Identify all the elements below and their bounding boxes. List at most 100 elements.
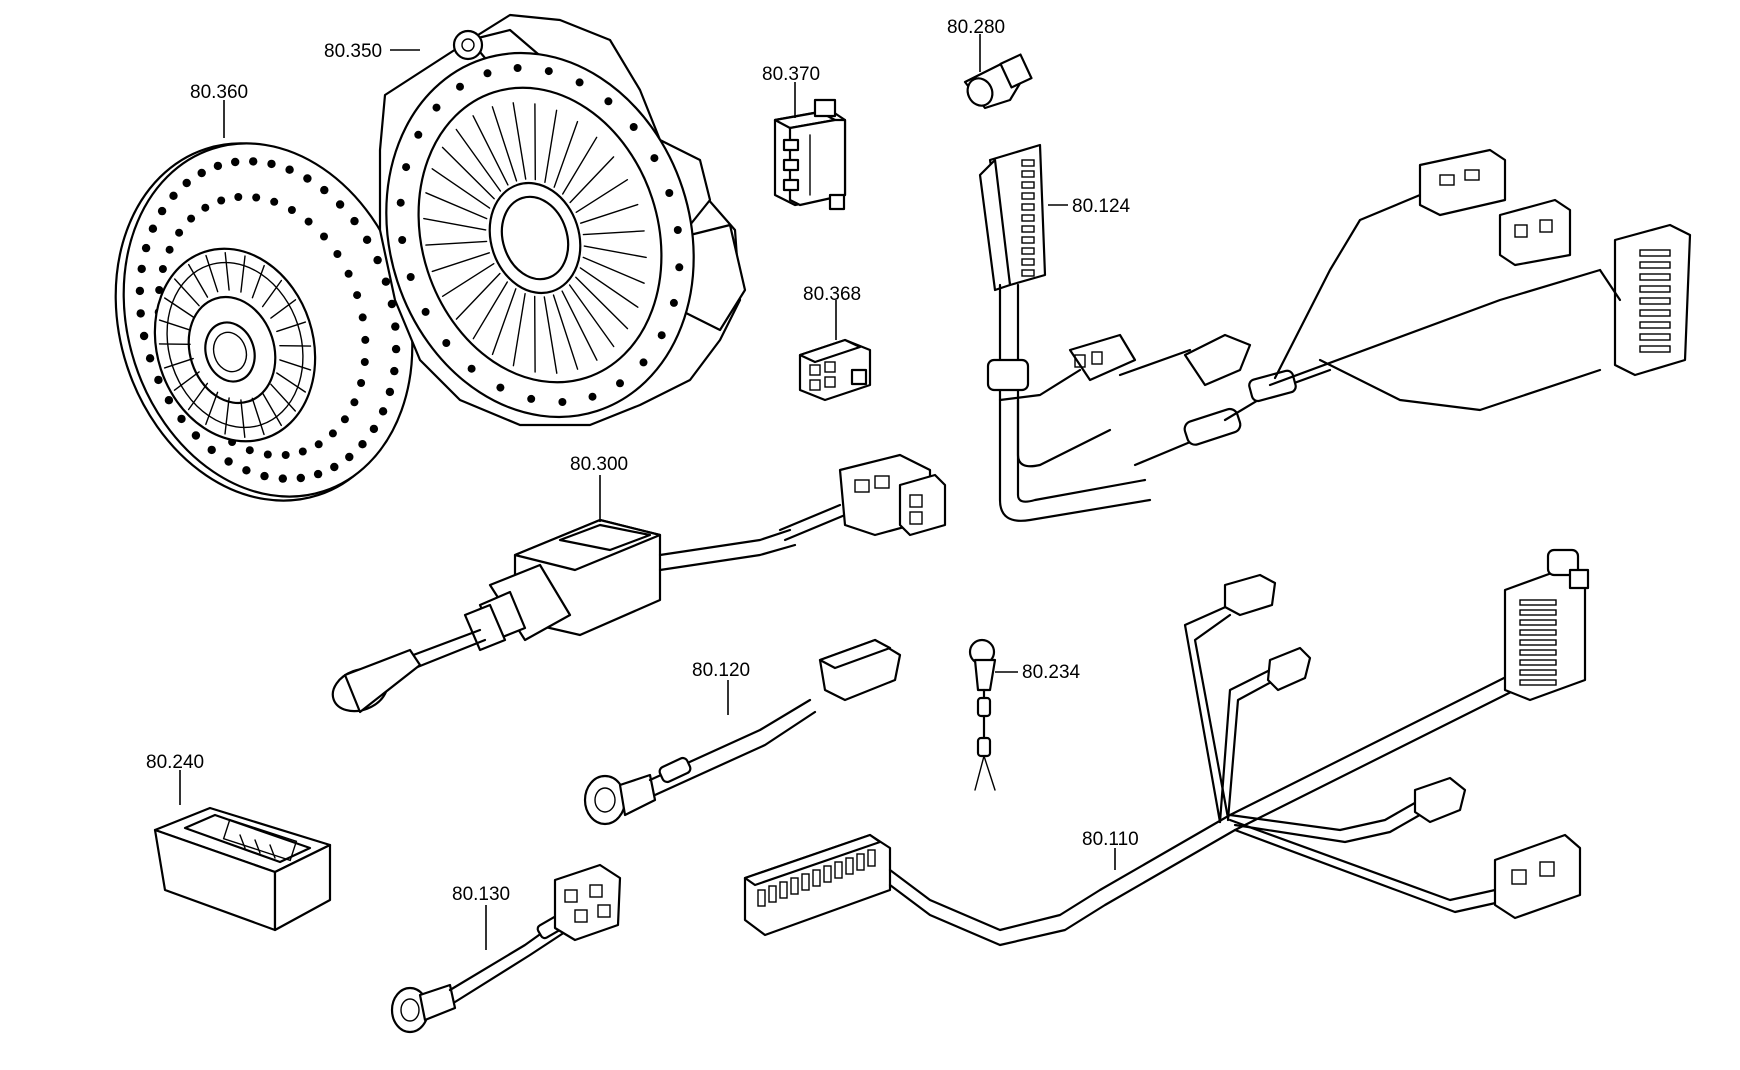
- hole-mark: [402, 163, 411, 172]
- hole-mark: [398, 236, 407, 244]
- hole-mark: [421, 307, 430, 316]
- hole-mark: [373, 255, 382, 265]
- hole-mark: [224, 457, 233, 466]
- hole-mark: [378, 407, 388, 416]
- lever-switch-80-300[interactable]: [327, 453, 947, 718]
- radial-mark: [276, 321, 307, 333]
- hole-mark: [390, 366, 399, 376]
- hole-mark: [252, 193, 261, 202]
- sensor-80-234[interactable]: [968, 638, 997, 791]
- hole-mark: [136, 309, 145, 318]
- pin-mark: [1639, 321, 1671, 329]
- hole-mark: [304, 217, 313, 226]
- radial-mark: [276, 372, 306, 393]
- pin-mark: [1639, 273, 1671, 281]
- radial-mark: [423, 217, 487, 231]
- hole-mark: [263, 450, 272, 459]
- plug-80-280[interactable]: [963, 53, 1033, 110]
- pin-mark: [1519, 649, 1557, 656]
- radial-mark: [251, 397, 265, 436]
- hole-mark: [442, 339, 451, 347]
- hole-mark: [175, 228, 184, 237]
- hole-mark: [281, 451, 290, 459]
- hole-mark: [164, 396, 174, 405]
- hole-mark: [544, 67, 553, 76]
- hole-mark: [604, 97, 613, 106]
- radial-mark: [579, 267, 639, 308]
- hole-mark: [362, 235, 372, 244]
- radial-mark: [575, 276, 629, 330]
- hole-mark: [350, 216, 359, 226]
- relay-80-370[interactable]: [773, 98, 847, 211]
- pin-mark: [1639, 333, 1671, 341]
- radial-mark: [431, 168, 491, 209]
- pin-mark: [1639, 285, 1671, 293]
- hole-mark: [245, 446, 254, 455]
- radial-mark: [270, 383, 296, 412]
- cable-80-120[interactable]: [583, 638, 902, 826]
- label-80-110: 80.110: [1082, 829, 1139, 850]
- pin-mark: [823, 865, 832, 883]
- label-80-120: 80.120: [692, 660, 750, 681]
- connector-80-368[interactable]: [798, 338, 872, 402]
- pin-mark: [1519, 659, 1557, 666]
- hole-mark: [558, 398, 567, 406]
- radial-mark: [261, 392, 282, 427]
- hole-mark: [182, 178, 191, 188]
- hole-mark: [158, 265, 167, 273]
- callout-80-240: 80.240: [146, 752, 204, 805]
- hole-mark: [187, 214, 196, 223]
- callout-80-368: 80.368: [803, 284, 861, 340]
- callout-80-110: 80.110: [1082, 829, 1139, 870]
- hole-mark: [135, 286, 145, 296]
- radial-mark: [583, 245, 647, 259]
- radial-mark: [562, 136, 598, 195]
- hole-mark: [350, 398, 359, 407]
- radial-mark: [425, 240, 488, 246]
- hole-mark: [155, 286, 164, 294]
- hole-mark: [675, 263, 684, 272]
- pin-mark: [757, 889, 766, 907]
- callout-80-300: 80.300: [570, 454, 628, 522]
- pin-mark: [1021, 214, 1035, 222]
- hole-mark: [639, 358, 648, 367]
- display-80-240[interactable]: [153, 806, 332, 932]
- pin-mark: [801, 873, 810, 891]
- hole-mark: [278, 474, 287, 483]
- pin-mark: [834, 861, 843, 879]
- hole-mark: [177, 414, 186, 424]
- pressure-plate-80-350[interactable]: [340, 13, 747, 458]
- clutch-disc-80-360[interactable]: [71, 105, 457, 539]
- radial-mark: [543, 296, 558, 374]
- callout-80-234: 80.234: [995, 662, 1081, 683]
- pin-mark: [1021, 203, 1035, 211]
- hole-mark: [616, 379, 624, 388]
- harness-80-124[interactable]: [978, 143, 1692, 522]
- hole-mark: [353, 291, 362, 300]
- pin-mark: [1021, 170, 1035, 178]
- radial-mark: [173, 371, 200, 391]
- hole-mark: [197, 168, 206, 178]
- radial-mark: [279, 359, 312, 371]
- hole-mark: [157, 206, 167, 216]
- radial-mark: [568, 284, 615, 348]
- hole-mark: [414, 130, 423, 139]
- label-80-300: 80.300: [570, 454, 628, 475]
- hole-mark: [231, 157, 240, 167]
- radial-mark: [553, 120, 579, 188]
- hole-mark: [396, 198, 405, 207]
- hole-mark: [527, 394, 536, 403]
- hole-mark: [361, 335, 370, 344]
- harness-80-110[interactable]: [743, 548, 1590, 947]
- hole-mark: [330, 462, 339, 472]
- radial-mark: [224, 251, 230, 291]
- pin-mark: [1021, 236, 1035, 244]
- radial-mark: [205, 391, 219, 426]
- radial-mark: [187, 263, 209, 298]
- cable-80-130[interactable]: [390, 863, 622, 1034]
- hole-mark: [287, 206, 296, 214]
- hole-mark: [657, 331, 666, 340]
- pin-mark: [1519, 619, 1557, 626]
- hole-mark: [313, 469, 323, 479]
